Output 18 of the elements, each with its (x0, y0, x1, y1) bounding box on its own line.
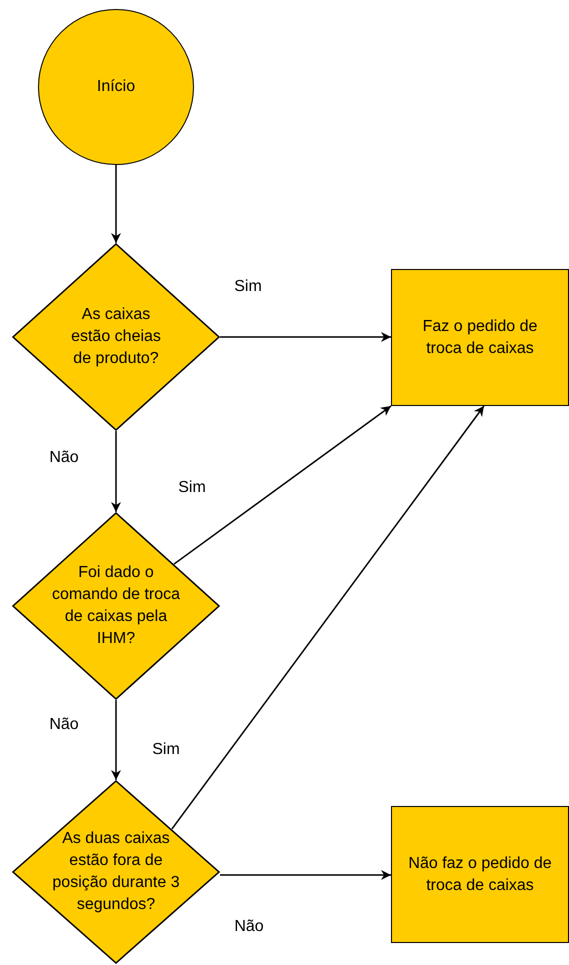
node-text: Faz o pedido de troca de caixas (422, 316, 538, 358)
process-box (391, 269, 569, 406)
arrow (220, 870, 391, 880)
arrow (174, 405, 392, 565)
arrow (220, 332, 391, 342)
node-text: Início (96, 77, 136, 97)
decision-diamond (12, 780, 220, 964)
arrow (111, 165, 121, 243)
node-text: Não faz o pedido de troca de caixas (407, 854, 553, 896)
decision-diamond (12, 243, 220, 431)
node-text: Foi dado o comando de troca de caixas pela IHM? (50, 563, 182, 649)
arrow (111, 431, 121, 512)
decision-diamond (12, 512, 220, 700)
node-text: As caixas estão cheias de produto? (70, 305, 162, 369)
arrow (111, 700, 121, 780)
node-text: As duas caixas estão fora de posição durante 3 segundos? (51, 829, 181, 915)
arrow (171, 406, 485, 830)
process-box (391, 806, 569, 943)
